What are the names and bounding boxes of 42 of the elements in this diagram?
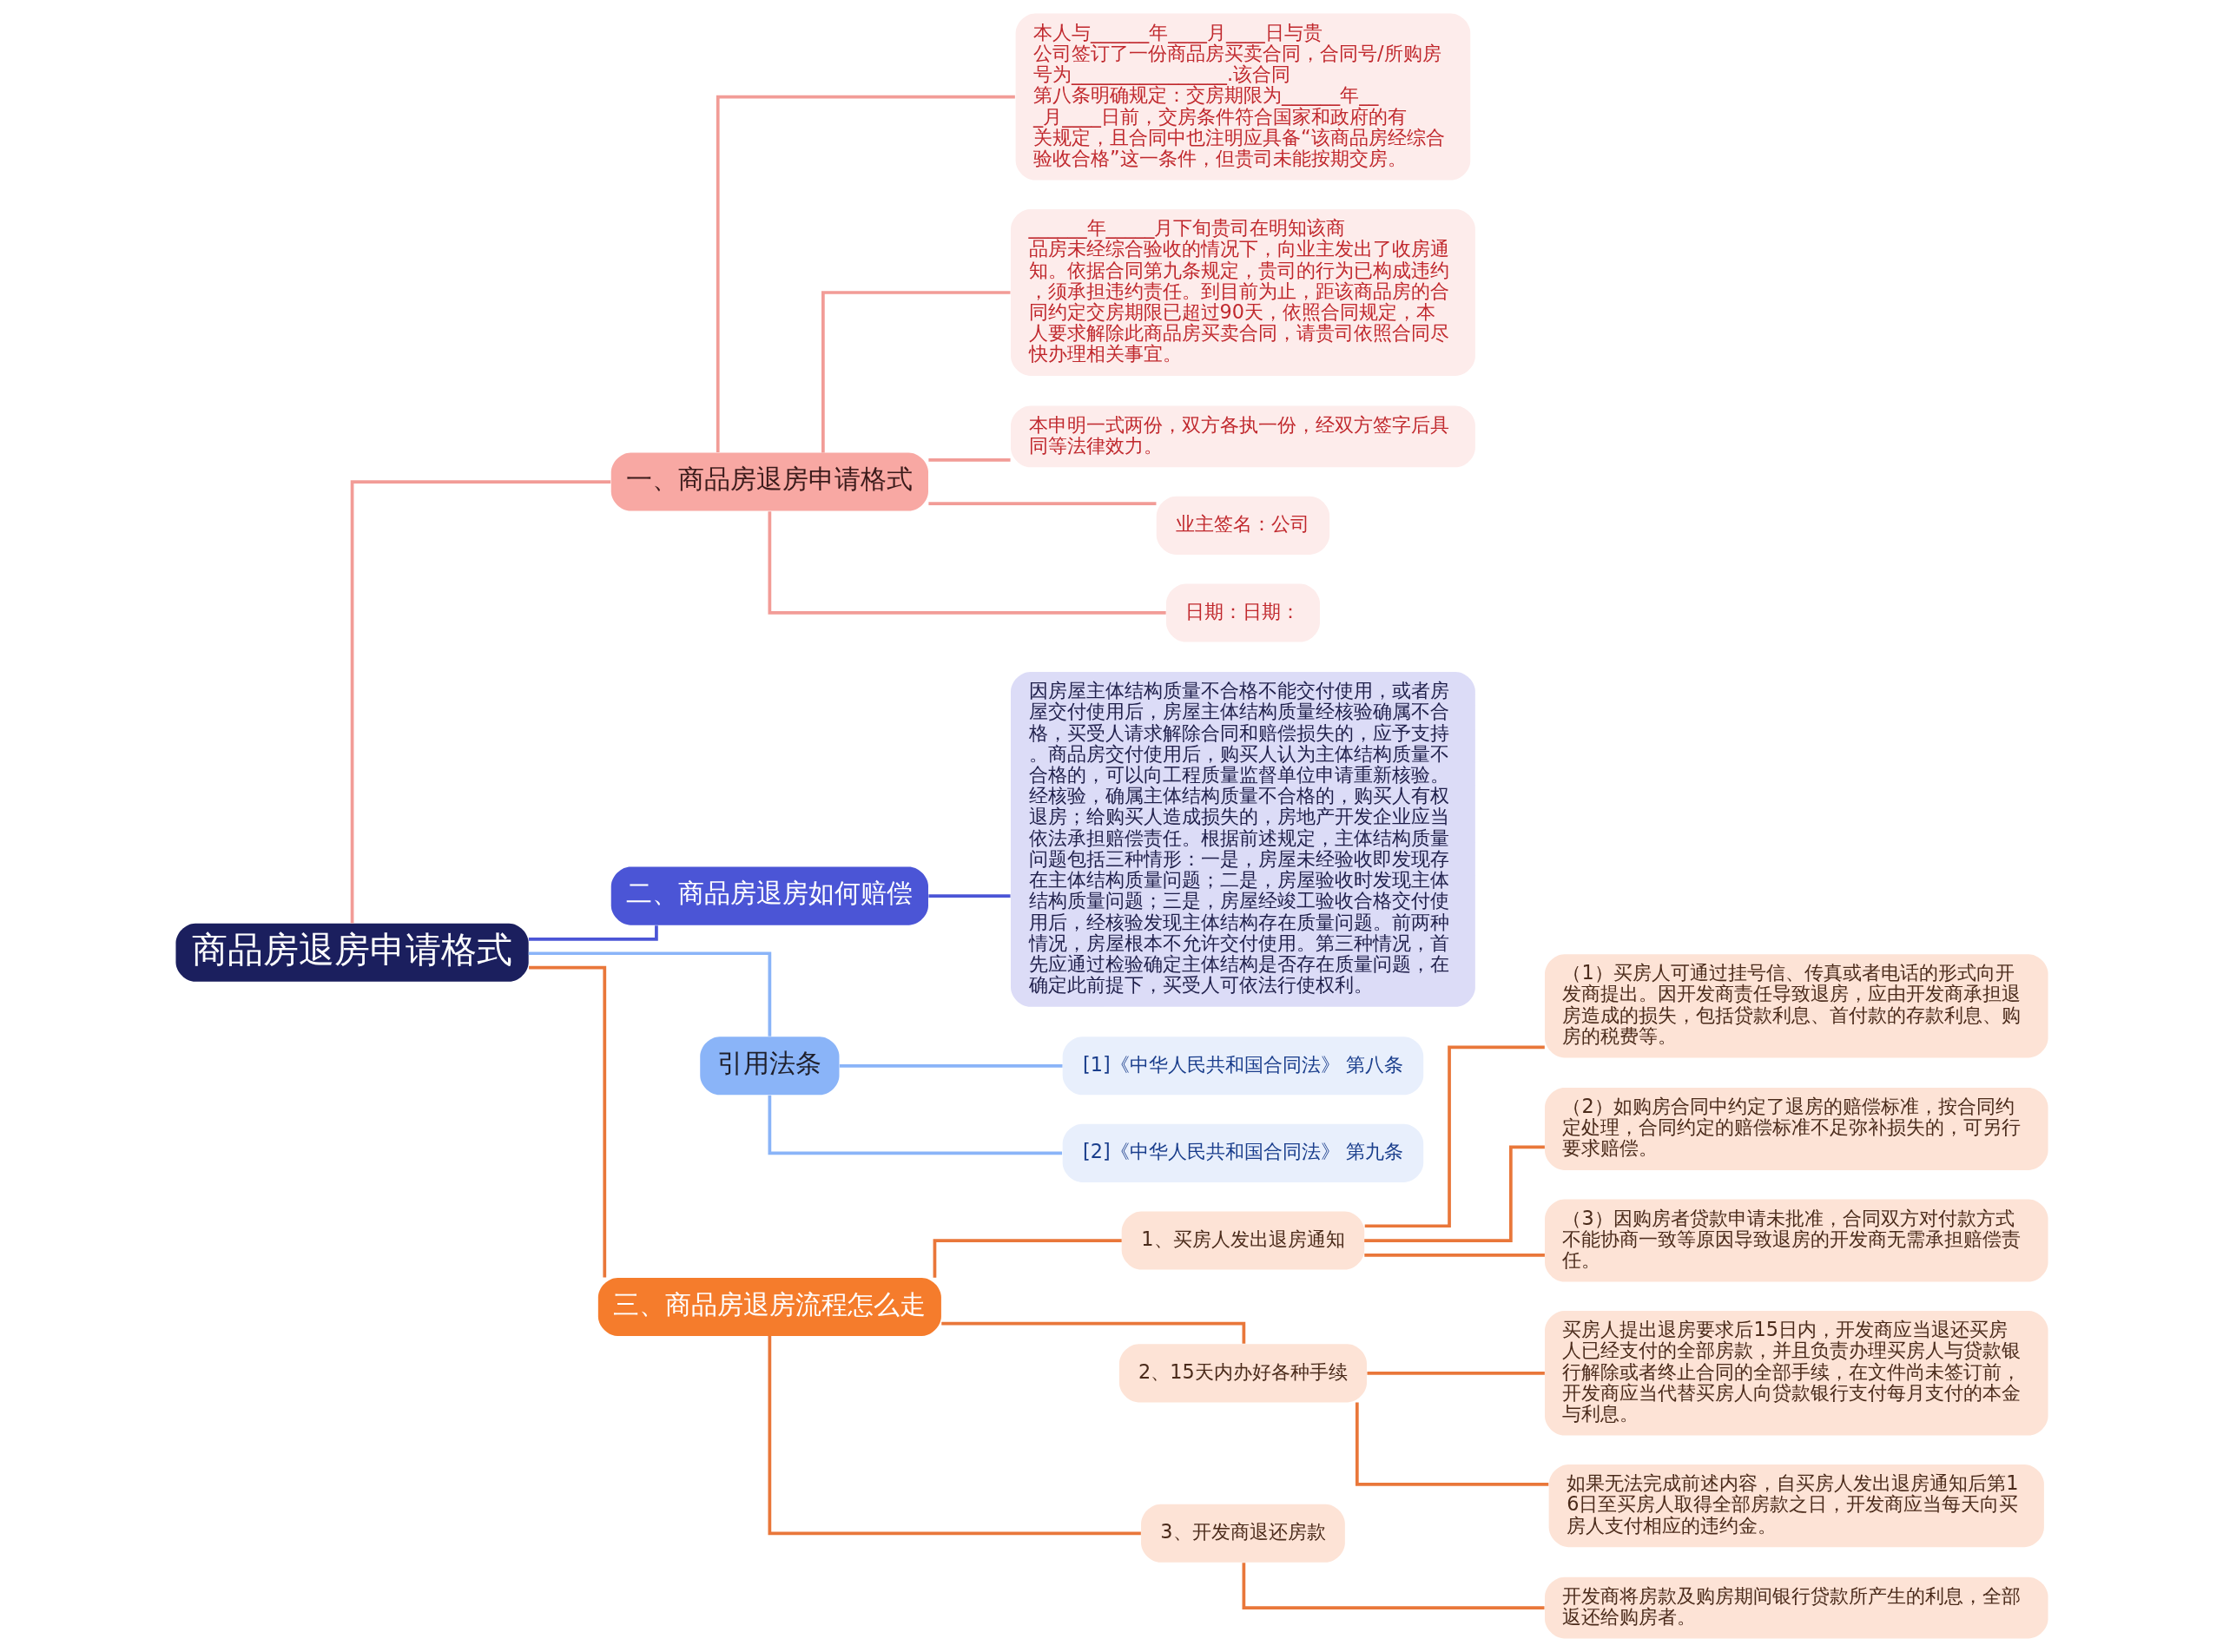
connector [839, 1063, 1062, 1068]
connector [716, 95, 1015, 452]
node-box: 2、15天内办好各种手续 [1118, 1344, 1367, 1403]
connector [933, 1239, 1122, 1278]
connector [1355, 1402, 1548, 1486]
connector [927, 502, 1156, 506]
connector [1363, 1253, 1545, 1257]
node-box: ______年_____月下旬贵司在明知该商品房未经综合验收的情况下，向业主发出了收房通知。依据合同第九条规定，贵司的行为已构成违约，须承担违约责任。到目前为止，距该商品房的合同约定交房期限已超过90天，依照合同规定，本人要求解除此商品房买卖合同，请贵司依照合同尽快办理相关事宜。 [1010, 209, 1475, 376]
connector [940, 1321, 1245, 1344]
node-box: 买房人提出退房要求后15日内，开发商应当退还买房人已经支付的全部房款，并且负责办理买房人与贷款银行解除或者终止合同的全部手续，在文件尚未签订前，开发商应当代替买房人向贷款银行支付每月支付的本金与利息。 [1544, 1311, 2048, 1436]
connector [1364, 1045, 1545, 1228]
node-box: 二、商品房退房如何赔偿 [610, 866, 928, 925]
connector [768, 1336, 1141, 1536]
connector [528, 925, 658, 941]
node-box: 本人与______年____月____日与贵公司签订了一份商品房买卖合同，合同号/所购房号为________________.该合同第八条明确规定：交房期限为______年___月____日前，交房条件符合国家和政府的有关规定，且合同中也注明应具备“该商品房经综合验收合格”这一条件，但贵司未能按期交房。 [1015, 13, 1470, 181]
node-box: （3）因购房者贷款申请未批准，合同双方对付款方式不能协商一致等原因导致退房的开发商无需承担赔偿责任。 [1544, 1199, 2048, 1282]
node-box: 3、开发商退还房款 [1140, 1504, 1345, 1563]
node-box: 一、商品房退房申请格式 [610, 452, 928, 511]
connector [1366, 1371, 1545, 1375]
node-box: （1）买房人可通过挂号信、传真或者电话的形式向开发商提出。因开发商责任导致退房，应由开发商承担退房造成的损失，包括贷款利息、首付款的存款利息、购房的税费等。 [1544, 954, 2048, 1058]
connector [768, 511, 1166, 615]
node-box: [2]《中华人民共和国合同法》 第九条 [1062, 1123, 1423, 1182]
node-box: 业主签名：公司 [1156, 496, 1329, 555]
connector [528, 965, 606, 1278]
node-box: 如果无法完成前述内容，自买房人发出退房通知后第16日至买房人取得全部房款之日，开发商应当每天向买房人支付相应的违约金。 [1548, 1464, 2044, 1548]
connector [528, 951, 771, 1037]
connector [1242, 1563, 1544, 1609]
node-box: 日期：日期： [1165, 583, 1320, 642]
node-box: 引用法条 [699, 1037, 839, 1096]
node-box: 三、商品房退房流程怎么走 [597, 1277, 941, 1336]
node-box: 1、买房人发出退房通知 [1121, 1211, 1364, 1270]
node-box: 开发商将房款及购房期间银行贷款所产生的利息，全部返还给购房者。 [1544, 1576, 2048, 1639]
node-box: （2）如购房合同中约定了退房的赔偿标准，按合同约定处理，合同约定的赔偿标准不足弥补损失的，可另行要求赔偿。 [1544, 1087, 2048, 1170]
node-box: 商品房退房申请格式 [175, 923, 529, 982]
connector [821, 291, 1010, 453]
connector [768, 1095, 1062, 1155]
connector [927, 458, 1011, 462]
node-box: 因房屋主体结构质量不合格不能交付使用，或者房屋交付使用后，房屋主体结构质量经核验确属不合格，买受人请求解除合同和赔偿损失的，应予支持。商品房交付使用后，购买人认为主体结构质量不合格的，可以向工程质量监督单位申请重新核验。经核验，确属主体结构质量不合格的，购买人有权退房；给购买人造成损失的，房地产开发企业应当依法承担赔偿责任。根据前述规定，主体结构质量问题包括三种情形：一是，房屋未经验收即发现存在主体结构质量问题；二是，房屋验收时发现主体结构质量问题；三是，房屋经竣工验收合格交付使用后，经核验发现主体结构存在质量问题。前两种情况，房屋根本不允许交付使用。第三种情况，首先应通过检验确定主体结构是否存在质量问题，在确定此前提下，买受人可依法行使权利。 [1010, 672, 1475, 1007]
connector [927, 894, 1011, 898]
node-box: 本申明一式两份，双方各执一份，经双方签字后具同等法律效力。 [1010, 405, 1475, 468]
node-box: [1]《中华人民共和国合同法》 第八条 [1062, 1037, 1423, 1096]
connector [350, 480, 610, 924]
